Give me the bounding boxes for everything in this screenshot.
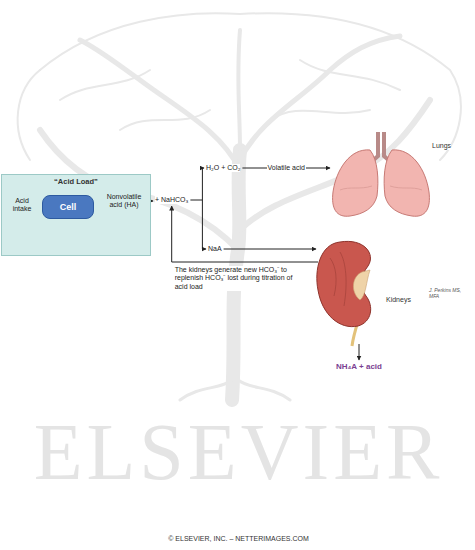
- reaction-text: H₂O + CO₂: [206, 164, 240, 172]
- node-text: “Acid Load”: [2, 175, 150, 187]
- node-text: Cell: [60, 202, 77, 212]
- connector-arrow: [190, 168, 204, 200]
- cell-box: Cell: [42, 195, 94, 219]
- node-text: Lungs: [432, 142, 451, 150]
- node-text: + NaHCO₃: [155, 196, 188, 204]
- watermark-text: ELSEVIER: [0, 412, 475, 492]
- edge-label: Volatile acid: [267, 164, 306, 172]
- lungs-illustration: [333, 132, 430, 216]
- node-text: Kidneys: [386, 296, 411, 304]
- salt-text: NaA: [208, 245, 222, 253]
- lungs-node: Lungs: [328, 126, 453, 220]
- artist-signature: J. Perkins MS, MFA: [428, 287, 472, 299]
- input-text: Acid intake: [7, 197, 37, 213]
- copyright-text: © ELSEVIER, INC. – NETTERIMAGES.COM: [0, 535, 475, 543]
- connector-arrow: [224, 249, 316, 250]
- buffer-text: + NaHCO₃: [155, 196, 188, 204]
- node-text: Nonvolatile acid (HA): [100, 193, 148, 209]
- node-text: NaA: [208, 245, 222, 253]
- node-text: H₂O + CO₂: [206, 164, 240, 172]
- kidney-illustration: [317, 241, 371, 346]
- product-text: Nonvolatile acid (HA): [100, 193, 148, 209]
- node-text: NH₄A + acid: [336, 362, 382, 371]
- kidneys-node: Kidneys: [314, 234, 420, 344]
- connector-arrow: [202, 200, 206, 249]
- acid-load-panel: “Acid Load” Acid intake Cell Nonvolatile ac…: [1, 174, 151, 256]
- edge-label: The kidneys generate new HCO₃⁻ to replen…: [174, 266, 308, 291]
- connector-arrow: [359, 344, 360, 360]
- excretion-text: NH₄A + acid: [336, 362, 382, 371]
- node-text: Acid intake: [7, 197, 37, 213]
- connector-arrow: [172, 206, 318, 262]
